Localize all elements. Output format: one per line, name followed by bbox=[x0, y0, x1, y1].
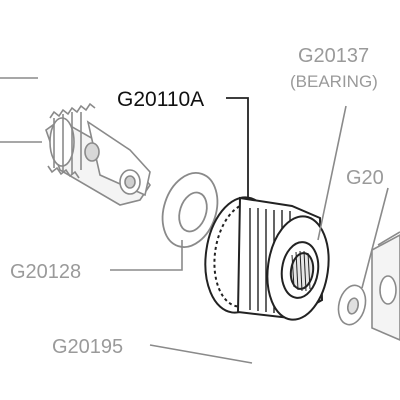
leader-g20128 bbox=[110, 240, 183, 271]
leader-g20-partial bbox=[361, 187, 389, 289]
label-g20-partial: G20 bbox=[346, 167, 384, 189]
label-g20110a: G20110A bbox=[117, 88, 204, 111]
pinion-teeth bbox=[47, 102, 96, 179]
label-bearing: (BEARING) bbox=[290, 72, 378, 91]
small-washer-part bbox=[337, 284, 367, 326]
pinion-shaft-part bbox=[45, 102, 151, 206]
label-g20195: G20195 bbox=[52, 336, 123, 358]
gear-assembly-part bbox=[204, 196, 330, 321]
washer-part bbox=[161, 172, 219, 248]
leader-g20195 bbox=[149, 344, 253, 364]
label-g20128: G20128 bbox=[10, 261, 81, 283]
leader-g20110a bbox=[226, 97, 249, 200]
leader-g20137 bbox=[317, 105, 347, 241]
label-g20137: G20137 bbox=[298, 45, 369, 67]
right-housing-part bbox=[371, 231, 400, 341]
bearing-rollers bbox=[291, 250, 311, 292]
